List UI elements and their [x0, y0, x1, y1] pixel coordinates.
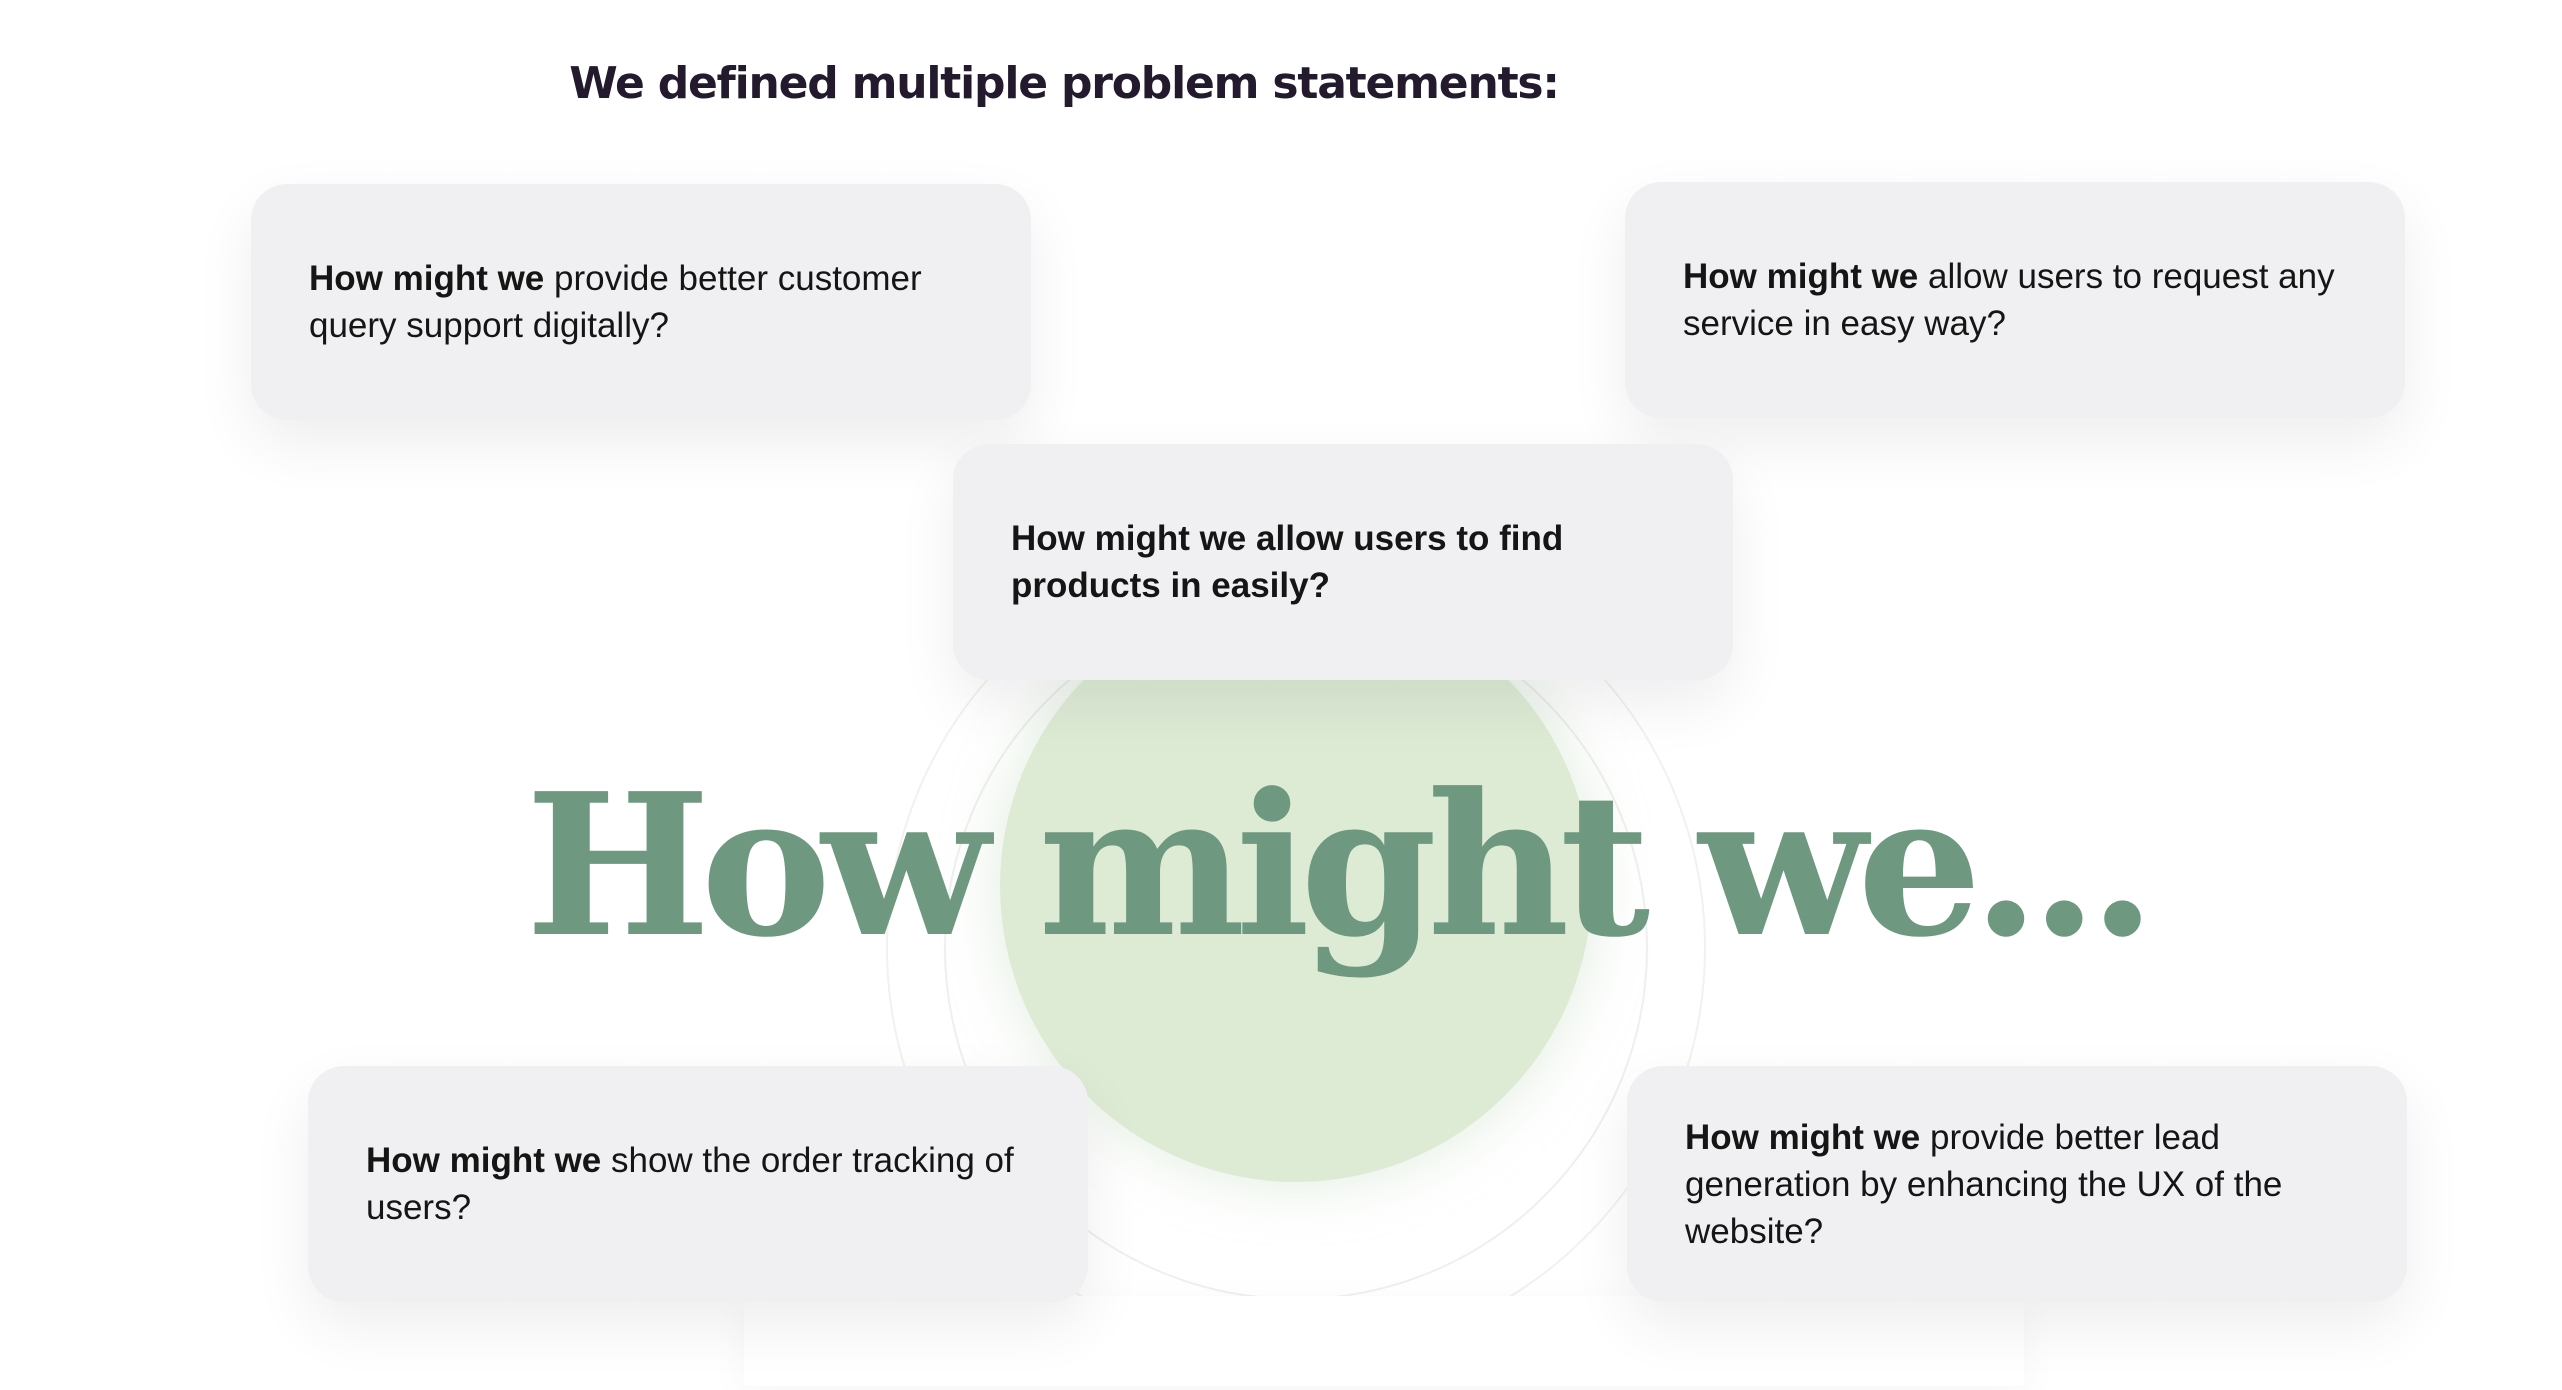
problem-card-customer-support: How might we provide better customer que… [251, 184, 1031, 420]
problem-statement-lead: How might we allow users to find product… [1011, 519, 1564, 605]
problem-statement-rest: provide better lead generation by enhanc… [1685, 1117, 2283, 1251]
problem-statement-lead: How might we [1685, 1117, 1921, 1157]
problem-statement-text: How might we allow users to request any … [1683, 253, 2347, 347]
problem-card-lead-generation: How might we provide better lead generat… [1627, 1066, 2407, 1302]
problem-statement-lead: How might we [1683, 257, 1919, 296]
problem-statement-text: How might we provide better lead generat… [1685, 1114, 2349, 1255]
problem-statement-rest: allow users to request any service in ea… [1683, 257, 2335, 343]
how-might-we-title: How might we... [525, 751, 2156, 981]
problem-card-find-products: How might we allow users to find product… [953, 444, 1733, 680]
problem-statement-lead: How might we [366, 1141, 602, 1180]
problem-statement-rest: provide better customer query support di… [309, 259, 922, 345]
problem-statement-text: How might we show the order tracking of … [366, 1137, 1030, 1231]
problem-statement-text: How might we allow users to find product… [1011, 515, 1675, 609]
problem-card-order-tracking: How might we show the order tracking of … [308, 1066, 1088, 1302]
problem-statement-text: How might we provide better customer que… [309, 255, 973, 349]
problem-statement-rest: show the order tracking of users? [366, 1141, 1014, 1227]
center-circle [1000, 590, 1592, 1182]
bottom-panel [744, 1296, 2024, 1386]
problem-statement-lead: How might we [309, 259, 545, 298]
problem-card-service-request: How might we allow users to request any … [1625, 182, 2405, 418]
page-heading: We defined multiple problem statements: [569, 58, 1560, 109]
